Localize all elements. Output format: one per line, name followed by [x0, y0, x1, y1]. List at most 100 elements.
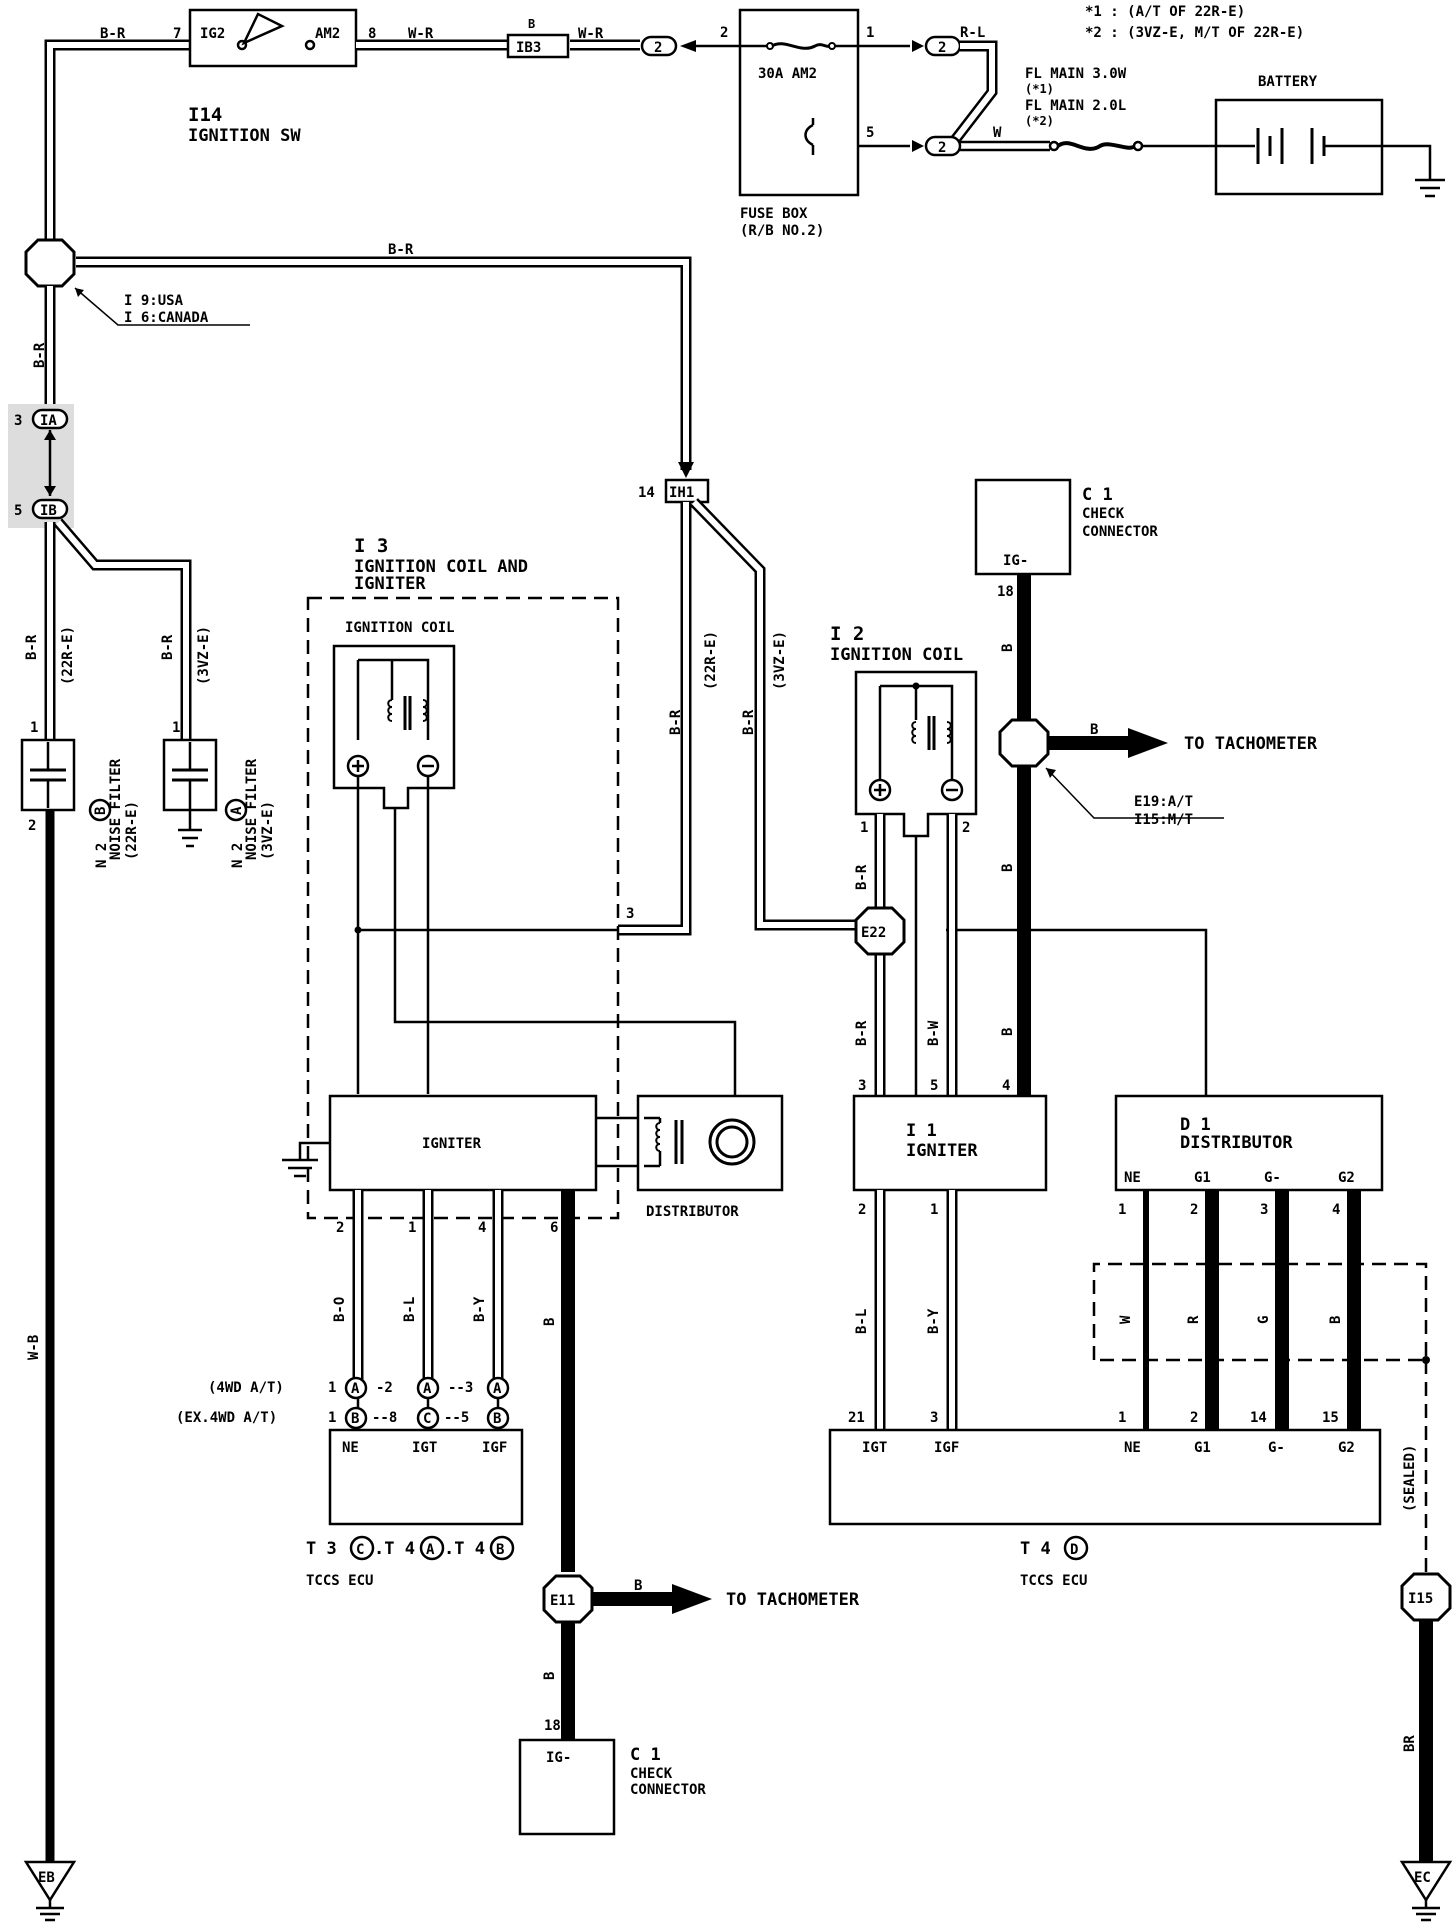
connector-ib3 [506, 33, 570, 59]
tccs-left-r2-s1: B [351, 1411, 359, 1427]
noise-b-pin2: 2 [28, 818, 36, 834]
tccs-left-code-5: .T 4 [444, 1539, 485, 1559]
d1-output-wires [1143, 1190, 1361, 1430]
tccs-right-name: TCCS ECU [1020, 1573, 1087, 1589]
i3-to-distributor [596, 1116, 644, 1168]
tccs-left-r1-n1: 1 [328, 1380, 336, 1396]
wire-b-r-main [44, 39, 190, 262]
i2-code: I 2 [830, 623, 864, 645]
tccs-ecu-right [828, 1428, 1382, 1526]
i1-igniter [852, 1094, 1048, 1192]
tccs-left-code-3: .T 4 [374, 1539, 415, 1559]
wire-label-w-b: W-B [26, 1335, 42, 1360]
noise-a-label-group: N 2 A [224, 798, 248, 868]
i3-pin-6: 6 [550, 1220, 558, 1236]
tccs-right-code: T 4 D [1020, 1535, 1089, 1561]
i3-dashed-box [306, 596, 620, 1220]
junction-usa: I 9:USA [124, 293, 184, 309]
tccs-right-num-3: 1 [1118, 1410, 1126, 1426]
junction-leader [74, 287, 250, 326]
junction-e11 [542, 1574, 712, 1740]
wire-label-22r-1: (22R-E) [60, 626, 76, 685]
wire-label-b-r-22r: B-R [24, 634, 40, 660]
wire-label-22r-2: (22R-E) [703, 631, 719, 690]
d1-num-4: 4 [1332, 1202, 1340, 1218]
tccs-left-name: TCCS ECU [306, 1573, 373, 1589]
d1-pin-gm: G- [1264, 1170, 1281, 1186]
d1-pin-g2: G2 [1338, 1170, 1355, 1186]
tccs-left-code-6: B [496, 1542, 504, 1558]
check-bottom-pin-num: 18 [544, 1718, 561, 1734]
i3-pin-1: 1 [408, 1220, 416, 1236]
wire-label-b-y-right: B-Y [926, 1308, 942, 1334]
wire-label-br: BR [1402, 1735, 1418, 1752]
wire-label-b-y-left: B-Y [472, 1296, 488, 1322]
i3-pin-2: 2 [336, 1220, 344, 1236]
ground-battery [1415, 178, 1445, 198]
check-top-name-1: CHECK [1082, 506, 1125, 522]
tccs-right-num-5: 14 [1250, 1410, 1267, 1426]
wire-e22 [854, 814, 958, 1096]
wire-label-3vz-1: (3VZ-E) [196, 626, 212, 685]
note-1: *1 : (A/T OF 22R-E) [1085, 4, 1245, 20]
ground-ec [1399, 1860, 1453, 1922]
tach-top-e19: E19:A/T [1134, 794, 1193, 810]
fl-main-2-note: (*2) [1025, 114, 1054, 128]
i1-pin-1: 1 [930, 1202, 938, 1218]
wire-label-b-check: B [1000, 644, 1016, 652]
tccs-left-pin-ne: NE [342, 1440, 359, 1456]
check-top-code: C 1 [1082, 485, 1113, 505]
junction-e11-label: E11 [550, 1593, 575, 1609]
note-2: *2 : (3VZ-E, M/T OF 22R-E) [1085, 25, 1304, 41]
fuse-box-internal [804, 123, 814, 147]
fuse-pin-2: 2 [720, 25, 728, 41]
tccs-left-r2-n1: 1 [328, 1410, 336, 1426]
connector-ib-pin: 5 [14, 503, 22, 519]
wire-label-b-r-ih-2: B-R [741, 709, 757, 735]
check-bottom-code: C 1 [630, 1745, 661, 1765]
check-top-name-2: CONNECTOR [1082, 524, 1158, 540]
d1-distributor [1114, 1094, 1384, 1192]
pin-8: 8 [368, 26, 376, 42]
pin-7: 7 [173, 26, 181, 42]
connector-ib-label: IB [40, 503, 57, 519]
tccs-right-pin-g2: G2 [1338, 1440, 1355, 1456]
tccs-right-code-main: T 4 [1020, 1539, 1051, 1559]
i2-pin-2: 2 [962, 820, 970, 836]
i3-coil-label: IGNITION COIL [345, 620, 455, 636]
connector-ih1-pin: 14 [638, 485, 655, 501]
d1-code: D 1 [1180, 1115, 1211, 1135]
tccs-ecu-left [328, 1428, 524, 1526]
plug-2-right-bottom [912, 135, 962, 157]
tach-top-leader [1045, 767, 1224, 819]
wire-label-b-r-ih-1: B-R [668, 709, 684, 735]
tccs-left-row2-label: (EX.4WD A/T) [176, 1410, 277, 1426]
fl-main-2: FL MAIN 2.0L [1025, 98, 1126, 114]
noise-a-sub: A [229, 806, 245, 815]
i3-pin-3: 3 [626, 906, 634, 922]
junction-i15 [1400, 1572, 1452, 1862]
tach-bottom-wire: B [634, 1578, 642, 1594]
ignition-pin-am2: AM2 [315, 26, 340, 42]
tccs-right-num-2: 3 [930, 1410, 938, 1426]
fuse-pin-1: 1 [866, 25, 874, 41]
noise-a-sub-circle [224, 798, 248, 822]
connector-ib3-wire: B [528, 17, 535, 31]
tccs-left-pin-igf: IGF [482, 1440, 507, 1456]
check-top-pin-num: 18 [997, 584, 1014, 600]
i2-ignition-coil [854, 670, 978, 838]
wire-label-b-mid: B [1000, 864, 1016, 872]
ignition-pin-ig2: IG2 [200, 26, 225, 42]
tccs-left-code-1: T 3 [306, 1539, 337, 1559]
wire-label-b-r-top: B-R [100, 26, 126, 42]
wire-label-w-r-2: W-R [578, 26, 604, 42]
tccs-right-num-6: 15 [1322, 1410, 1339, 1426]
tccs-left-r1-n3: --3 [448, 1380, 473, 1396]
noise-b-name: NOISE FILTER [108, 758, 124, 860]
tccs-left-r2-n2: --8 [372, 1410, 397, 1426]
wire-w-fl [960, 140, 1050, 152]
wire-label-r-d1: R [1186, 1315, 1202, 1324]
distributor-pickup-icon [644, 1116, 756, 1168]
wire-label-w-d1: W [1118, 1315, 1134, 1324]
